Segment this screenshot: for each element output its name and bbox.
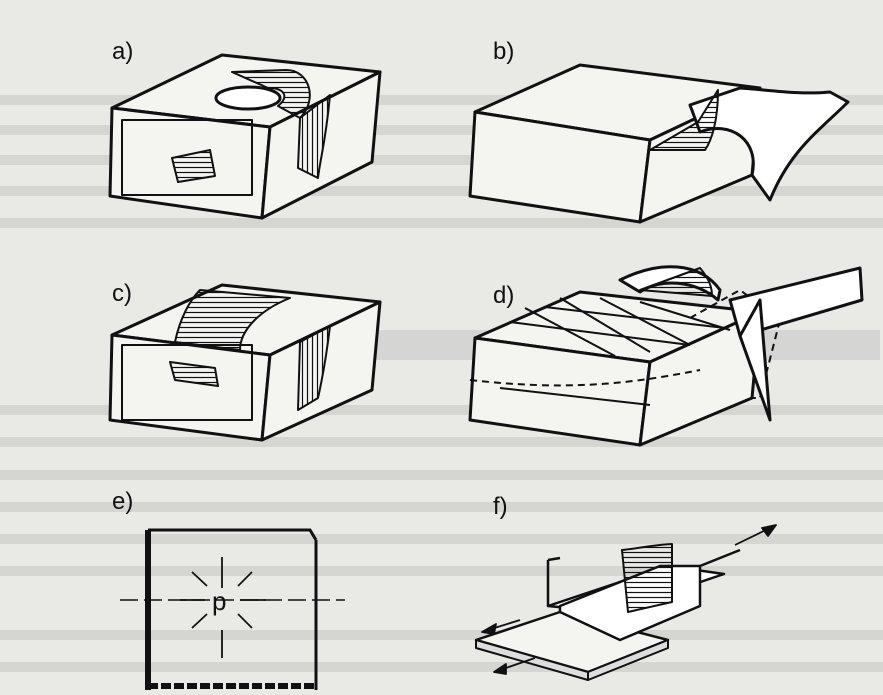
sketch-c-duct-with-cut-band <box>108 283 382 442</box>
label-f: f) <box>493 493 508 520</box>
label-a: a) <box>112 38 134 65</box>
label-e: e) <box>112 488 134 515</box>
label-d: d) <box>493 282 515 309</box>
sketch-e-panel-under-pressure <box>120 528 345 690</box>
sketch-b-duct-with-side-opening <box>468 63 850 224</box>
label-b: b) <box>493 38 515 65</box>
sketch-d-duct-with-grid <box>468 265 864 447</box>
sketch-f-stiffener-on-plate <box>474 524 777 681</box>
pressure-marker-p: p <box>212 586 227 616</box>
label-c: c) <box>112 280 132 307</box>
sketch-a-duct-with-hole <box>108 53 382 220</box>
